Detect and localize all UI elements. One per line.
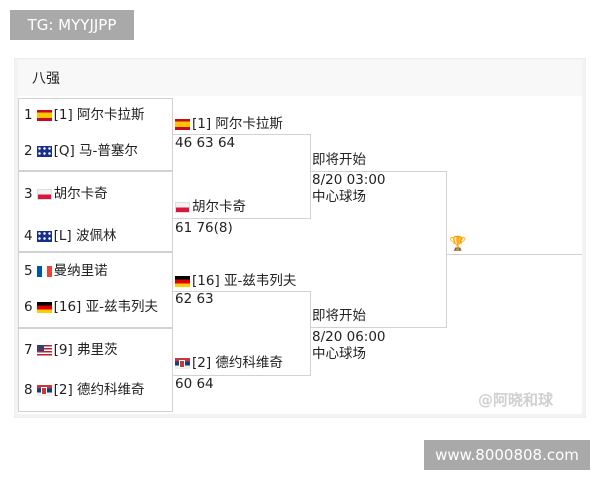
player-name: [L] 波佩林 <box>53 228 117 244</box>
player-name: 胡尔卡奇 <box>53 186 108 202</box>
player-name: 胡尔卡奇 <box>192 199 246 215</box>
draw-position: 2 <box>24 143 33 159</box>
flag-icon <box>175 275 190 287</box>
flag-icon <box>36 145 52 157</box>
flag-icon <box>36 230 52 242</box>
r1-player[interactable]: 5 曼纳里诺 <box>24 263 108 279</box>
draw-position: 7 <box>24 342 33 358</box>
draw-position: 3 <box>24 186 33 202</box>
match-score: 46 63 64 <box>175 135 236 151</box>
draw-position: 4 <box>24 228 33 244</box>
bracket-body <box>18 96 582 414</box>
player-name: [2] 德约科维奇 <box>192 355 283 371</box>
semi-1-court: 中心球场 <box>312 189 366 205</box>
flag-icon <box>36 344 52 356</box>
match-score: 60 64 <box>175 376 214 392</box>
trophy-icon: 🏆 <box>449 236 467 252</box>
player-name: [16] 亚-兹韦列夫 <box>192 273 297 289</box>
player-name: [16] 亚-兹韦列夫 <box>53 299 158 315</box>
flag-icon <box>36 384 52 396</box>
semi-1-status: 即将开始 <box>312 152 366 168</box>
draw-position: 5 <box>24 263 33 279</box>
flag-icon <box>36 265 52 277</box>
site-tag: www.8000808.com <box>424 440 590 470</box>
r1-match-3 <box>18 252 173 328</box>
r2-player[interactable]: 胡尔卡奇 <box>175 199 246 215</box>
source-watermark: @阿晓和球 <box>478 391 554 409</box>
match-score: 62 63 <box>175 291 214 307</box>
r1-match-1 <box>18 98 173 171</box>
r2-player[interactable]: [1] 阿尔卡拉斯 <box>175 116 283 132</box>
draw-position: 8 <box>24 382 33 398</box>
draw-position: 1 <box>24 107 33 123</box>
player-name: [9] 弗里茨 <box>53 342 118 358</box>
r1-player[interactable]: 2 [Q] 马-普塞尔 <box>24 143 138 159</box>
page-title: 八强 <box>18 60 582 96</box>
semi-1-time: 8/20 03:00 <box>312 172 386 188</box>
r1-match-4 <box>18 328 173 412</box>
semi-2-time: 8/20 06:00 <box>312 329 386 345</box>
draw-position: 6 <box>24 299 33 315</box>
r2-player[interactable]: [2] 德约科维奇 <box>175 355 283 371</box>
flag-icon <box>36 109 52 121</box>
r1-player[interactable]: 8 [2] 德约科维奇 <box>24 382 145 398</box>
player-name: [2] 德约科维奇 <box>53 382 145 398</box>
semi-2-court: 中心球场 <box>312 346 366 362</box>
final-line <box>446 254 582 255</box>
watermark-tag: TG: MYYJJPP <box>10 10 134 40</box>
r1-player[interactable]: 3 胡尔卡奇 <box>24 186 108 202</box>
r1-player[interactable]: 7 [9] 弗里茨 <box>24 342 118 358</box>
r1-player[interactable]: 6 [16] 亚-兹韦列夫 <box>24 299 158 315</box>
flag-icon <box>175 201 190 213</box>
r1-player[interactable]: 1 [1] 阿尔卡拉斯 <box>24 107 145 123</box>
r2-match-1 <box>173 134 311 219</box>
player-name: [Q] 马-普塞尔 <box>53 143 138 159</box>
player-name: 曼纳里诺 <box>53 263 108 279</box>
flag-icon <box>175 357 190 369</box>
match-score: 61 76(8) <box>175 220 233 236</box>
r1-match-2 <box>18 171 173 252</box>
r2-match-2 <box>173 291 311 376</box>
r2-player[interactable]: [16] 亚-兹韦列夫 <box>175 273 296 289</box>
player-name: [1] 阿尔卡拉斯 <box>192 116 283 132</box>
flag-icon <box>36 301 52 313</box>
player-name: [1] 阿尔卡拉斯 <box>53 107 145 123</box>
r1-player[interactable]: 4 [L] 波佩林 <box>24 228 116 244</box>
semifinal <box>310 171 447 328</box>
semi-2-status: 即将开始 <box>312 308 366 324</box>
flag-icon <box>36 188 52 200</box>
flag-icon <box>175 118 190 130</box>
